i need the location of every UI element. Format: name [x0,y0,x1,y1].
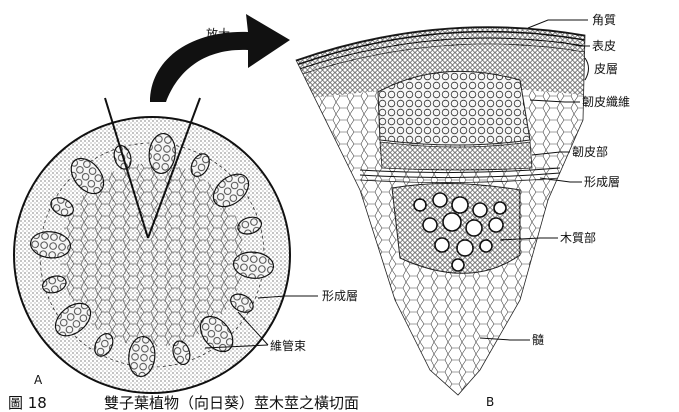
label-xylem: 木質部 [560,230,596,245]
label-cortex: 皮層 [594,62,618,76]
xylem-vessel [452,259,464,271]
panel-a-letter: A [34,373,43,387]
xylem-vessel [457,240,473,256]
xylem-vessel [452,197,468,213]
xylem-vessel [473,203,487,217]
caption-prefix: 圖 18 [8,394,47,412]
label-epidermis: 表皮 [592,39,616,53]
xylem-vessel [480,240,492,252]
panel-a-stem-section: A [14,98,290,393]
xylem-vessel [443,213,461,231]
label-phloem-fiber: 韌皮纖維 [582,94,630,109]
label-pith: 髓 [532,333,544,347]
xylem-vessel [466,220,482,236]
label-phloem: 韌皮部 [572,144,608,159]
caption-text: 雙子葉植物（向日葵）莖木莖之橫切面 [104,394,359,412]
xylem-vessel [414,199,426,211]
xylem-vessel [435,238,449,252]
panel-b-wedge: B [290,0,590,410]
panel-b-letter: B [486,395,494,409]
label-cambium-a: 形成層 [322,289,358,303]
label-cambium-b: 形成層 [584,175,620,189]
label-cuticle: 角質 [592,12,616,27]
xylem-vessel [489,218,503,232]
xylem-vessel [423,218,437,232]
figure-caption: 圖 18 雙子葉植物（向日葵）莖木莖之橫切面 [8,394,359,412]
xylem-vessel [433,193,447,207]
arrow-label: 放大 [206,26,230,41]
xylem-vessel [494,202,506,214]
label-vascular-bundle: 維管束 [270,338,306,353]
enlarge-arrow: 放大 [150,14,290,102]
